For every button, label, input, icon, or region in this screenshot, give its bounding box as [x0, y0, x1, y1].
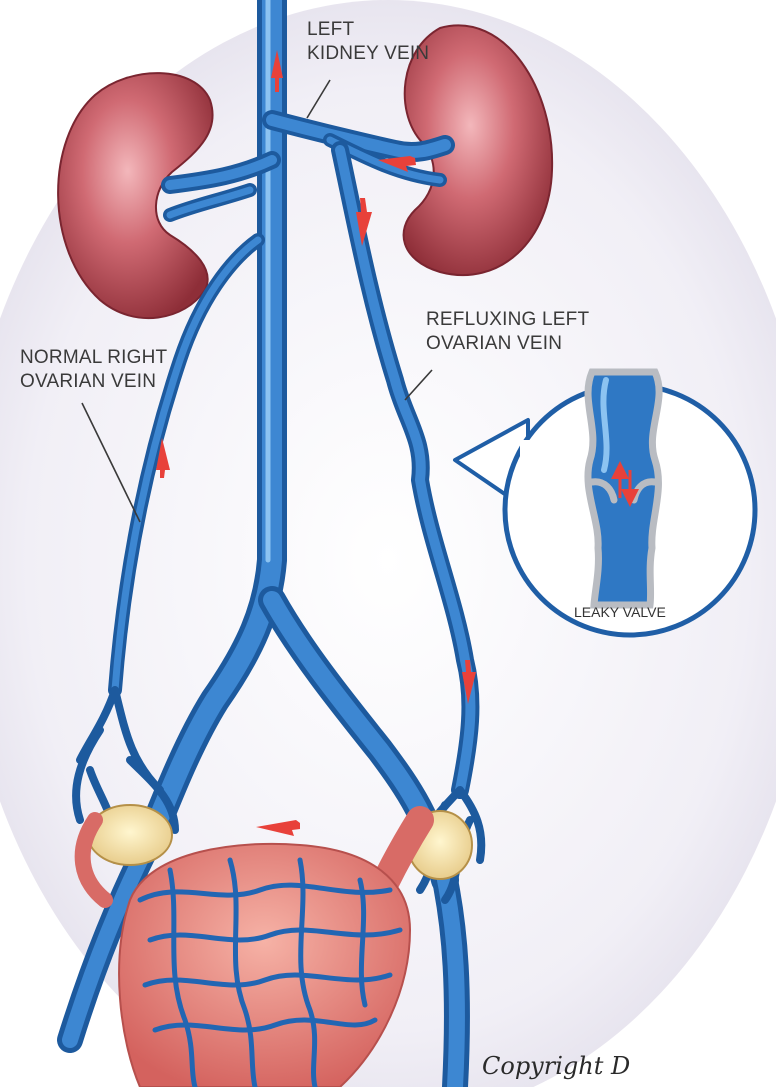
label-line: REFLUXING LEFT [426, 308, 589, 332]
magnified-vein [588, 372, 659, 605]
uterus [119, 844, 410, 1087]
label-leaky-valve: LEAKY VALVE [574, 604, 666, 620]
label-line: NORMAL RIGHT [20, 346, 167, 370]
label-line: OVARIAN VEIN [20, 370, 167, 394]
right-ovary [88, 805, 172, 865]
label-normal-right-ovarian-vein: NORMAL RIGHT OVARIAN VEIN [20, 346, 167, 394]
label-line: OVARIAN VEIN [426, 332, 589, 356]
label-refluxing-left-ovarian-vein: REFLUXING LEFT OVARIAN VEIN [426, 308, 589, 356]
copyright-watermark: Copyright D [482, 1052, 630, 1080]
label-line: LEFT [307, 18, 429, 42]
label-left-kidney-vein: LEFT KIDNEY VEIN [307, 18, 429, 66]
label-line: KIDNEY VEIN [307, 42, 429, 66]
